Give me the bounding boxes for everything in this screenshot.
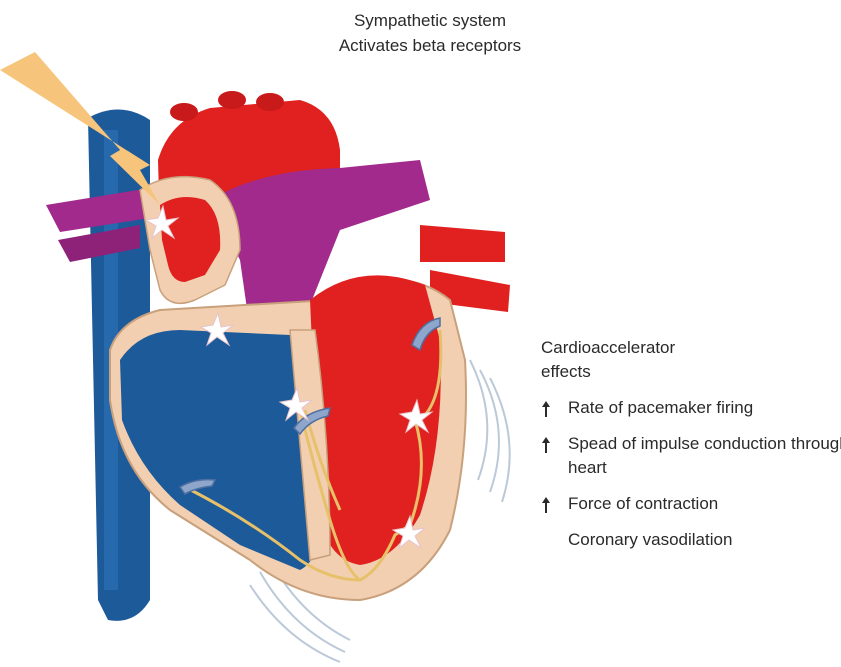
aortic-branch-3 — [256, 93, 284, 111]
up-arrow-icon — [541, 437, 551, 453]
effects-title-line2: effects — [541, 360, 841, 384]
effect-text: Force of contraction — [568, 494, 718, 513]
effect-text: Rate of pacemaker firing — [568, 398, 753, 417]
effect-conduction-speed: Spead of impulse conduction through hear… — [541, 432, 841, 480]
effect-text: Coronary vasodilation — [568, 530, 732, 549]
aortic-branch-1 — [170, 103, 198, 121]
effects-title: Cardioaccelerator effects — [541, 336, 841, 384]
up-arrow-icon — [541, 497, 551, 513]
effect-coronary-vasodilation: Coronary vasodilation — [541, 528, 841, 552]
effects-title-line1: Cardioaccelerator — [541, 336, 841, 360]
up-arrow-icon — [541, 401, 551, 417]
effect-pacemaker-rate: Rate of pacemaker firing — [541, 396, 841, 420]
pulmonary-vein-upper — [420, 225, 505, 262]
aortic-branch-2 — [218, 91, 246, 109]
effect-contraction-force: Force of contraction — [541, 492, 841, 516]
cardioaccelerator-effects: Cardioaccelerator effects Rate of pacema… — [541, 336, 841, 552]
effect-text: Spead of impulse conduction through hear… — [568, 434, 841, 477]
